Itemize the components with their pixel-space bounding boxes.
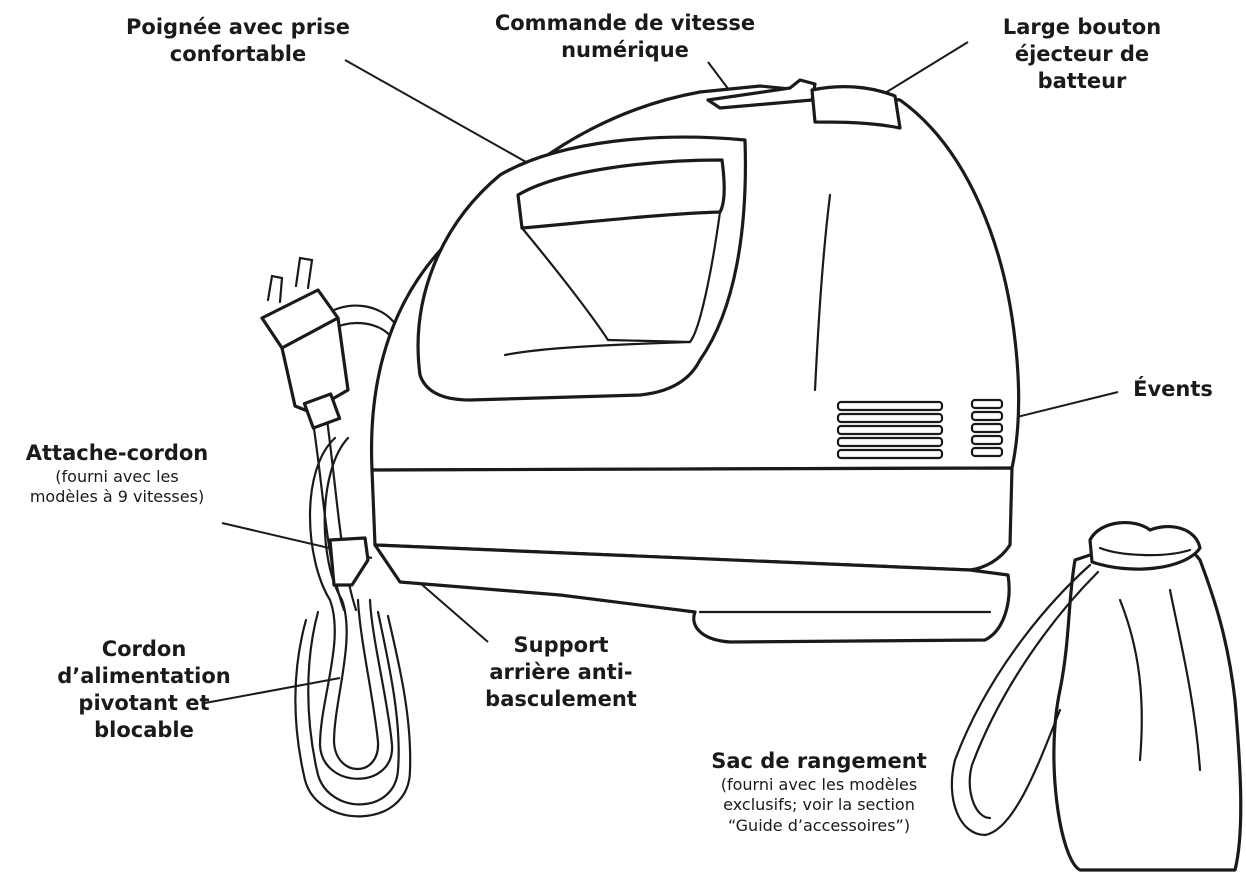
label-ejector-line-3: batteur [1037,68,1127,93]
label-ejector-button: Large bouton éjecteur de batteur [972,14,1192,95]
label-power-cord: Cordon d’alimentation pivotant et blocab… [44,636,244,744]
label-vents: Évents [1118,376,1228,403]
label-handle: Poignée avec prise confortable [112,14,364,68]
label-handle-line-1: Poignée avec prise [126,15,350,39]
label-storage-bag: Sac de rangement (fourni avec les modèle… [688,748,950,836]
label-cord-line-1: Cordon [101,637,187,661]
label-speed-line-2: numérique [561,37,689,62]
label-support-line-3: basculement [485,686,637,711]
label-support-line-1: Support [513,633,609,657]
label-cordclip-title: Attache-cordon [25,441,209,465]
label-ejector-line-2: éjecteur de [1014,41,1150,66]
power-plug [260,256,350,430]
mixer-body [328,78,1021,644]
vents-graphic [836,398,1004,460]
label-speed-line-1: Commande de vitesse [494,11,756,35]
label-handle-line-2: confortable [169,41,307,66]
label-cord-line-2: d’alimentation [57,663,231,688]
label-bag-note-2: exclusifs; voir la section [723,795,915,815]
leader-ejector [884,41,969,94]
label-ejector-line-1: Large bouton [1002,15,1162,39]
label-cord-line-4: blocable [94,717,194,742]
leader-support [411,575,489,643]
label-cordclip-note-1: (fourni avec les [55,466,179,486]
storage-bag [950,521,1243,872]
leader-vents [1004,391,1119,421]
power-cord [294,304,412,818]
label-speed-control: Commande de vitesse numérique [470,10,780,64]
label-cord-line-3: pivotant et [78,690,210,715]
label-bag-title: Sac de rangement [711,749,927,773]
label-bag-note-1: (fourni avec les modèles [720,774,918,794]
leader-cord [204,677,341,704]
label-support: Support arrière anti- basculement [468,632,654,713]
label-cordclip-note-2: modèles à 9 vitesses) [29,487,205,507]
label-bag-note-3: “Guide d’accessoires”) [727,815,911,835]
label-vents-line-1: Évents [1133,377,1213,401]
label-cord-clip: Attache-cordon (fourni avec les modèles … [4,440,230,508]
label-support-line-2: arrière anti- [489,659,633,684]
